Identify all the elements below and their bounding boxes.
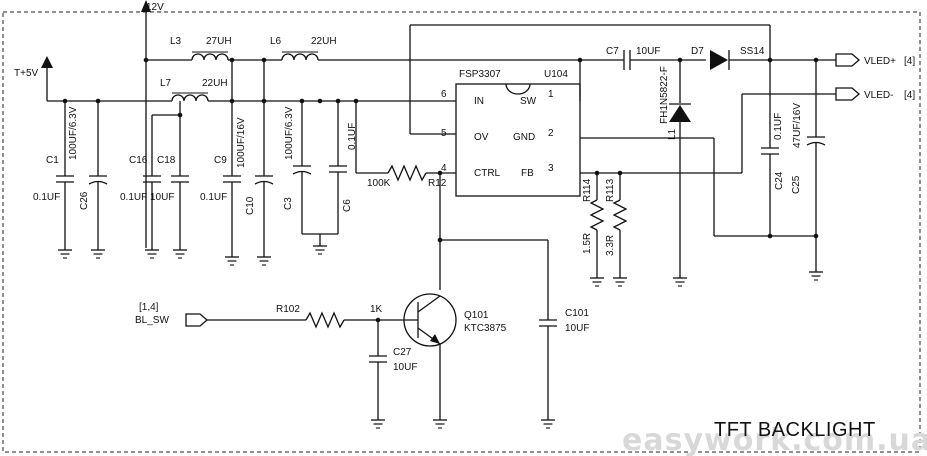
pin-fb: FB [521, 168, 534, 179]
cap-c10-ref: C10 [245, 196, 256, 215]
inductor-l7 [171, 92, 209, 102]
port-vled-plus-label: VLED+ [864, 56, 896, 67]
pin-sw-num: 1 [548, 89, 554, 100]
res-r12-ref: R12 [428, 178, 447, 189]
cap-c25-ref: C25 [791, 175, 802, 194]
res-r113-value: 3.3R [605, 235, 616, 256]
diode-d7-part: SS14 [740, 46, 765, 57]
diode-l1-ref: L1 [667, 128, 678, 140]
port-bl-sw-label: BL_SW [135, 315, 169, 326]
cap-c25-value: 47UF/16V [792, 103, 803, 148]
rail-12v-label: 12V [146, 2, 164, 13]
cap-c6-ref: C6 [342, 199, 353, 212]
pin-gnd: GND [513, 132, 535, 143]
port-vled-plus-sheet: [4] [904, 56, 915, 67]
cap-c16-value: 0.1UF [120, 192, 147, 203]
rail-5v-label: T+5V [14, 68, 39, 79]
res-r12-value: 100K [367, 178, 391, 189]
cap-c27-value: 10UF [393, 362, 417, 373]
inductor-l6-value: 22UH [311, 36, 337, 47]
inductor-l7-ref: L7 [160, 78, 172, 89]
cap-c1-ref: C1 [46, 155, 59, 166]
port-bl-sw-sheet: [1,4] [139, 302, 159, 313]
port-bl-sw [185, 313, 208, 327]
pin-ctrl-num: 4 [441, 163, 447, 174]
diode-d7 [710, 50, 730, 70]
cap-c18-ref: C18 [157, 155, 176, 166]
pin-ctrl: CTRL [474, 168, 501, 179]
inductor-l3 [191, 51, 282, 61]
sheet-title: TFT BACKLIGHT [714, 419, 876, 441]
res-r102-ref: R102 [276, 304, 300, 315]
inductor-l3-ref: L3 [170, 36, 182, 47]
pin-ov: OV [474, 132, 489, 143]
pin-in-num: 6 [441, 89, 447, 100]
watermark: easywork.com.ua [622, 423, 927, 456]
pin-fb-num: 3 [548, 163, 554, 174]
diode-d7-ref: D7 [691, 46, 704, 57]
port-vled-plus [835, 53, 860, 67]
res-r114-value: 1.5R [582, 233, 593, 254]
inductor-l3-value: 27UH [206, 36, 232, 47]
cap-c9-value: 0.1UF [200, 192, 227, 203]
res-r114-ref: R114 [582, 178, 593, 202]
diode-l1-part: FH1N5822-F [659, 66, 670, 124]
cap-c101-ref: C101 [565, 308, 589, 319]
port-vled-minus [835, 87, 860, 101]
cap-c6-value: 0.1UF [347, 123, 358, 150]
inductor-l6-ref: L6 [270, 36, 282, 47]
ic-u104 [455, 83, 581, 197]
rail-5v-arrow [41, 56, 53, 68]
cap-c26-value: 100UF/6.3V [68, 106, 79, 160]
pin-sw: SW [520, 96, 537, 107]
cap-c7-value: 10UF [636, 46, 660, 57]
cap-c10-value: 100UF/16V [236, 117, 247, 168]
cap-c24-ref: C24 [774, 171, 785, 190]
cap-c3-value: 100UF/6.3V [284, 106, 295, 160]
sheet-border [2, 11, 921, 453]
pin-in: IN [474, 96, 484, 107]
ic-part: FSP3307 [459, 69, 501, 80]
cap-c26-ref: C26 [79, 191, 90, 210]
inductor-l7-value: 22UH [202, 78, 228, 89]
res-r102-value: 1K [370, 304, 383, 315]
rail-12v-arrow [141, 0, 151, 12]
pin-gnd-num: 2 [548, 128, 554, 139]
transistor-ref: Q101 [464, 310, 489, 321]
cap-c24-value: 0.1UF [773, 113, 784, 140]
port-vled-minus-label: VLED- [864, 90, 893, 101]
cap-c27-ref: C27 [393, 347, 412, 358]
inductor-l6 [281, 51, 624, 61]
diode-l1 [669, 103, 691, 122]
cap-c101-value: 10UF [565, 323, 589, 334]
cap-c3-ref: C3 [283, 197, 294, 210]
cap-c16-ref: C16 [129, 155, 148, 166]
ic-ref: U104 [544, 69, 568, 80]
cap-c9-ref: C9 [214, 155, 227, 166]
cap-c7-ref: C7 [606, 46, 619, 57]
cap-c1-value: 0.1UF [33, 192, 60, 203]
res-r113-ref: R113 [605, 178, 616, 202]
port-vled-minus-sheet: [4] [904, 90, 915, 101]
cap-c18-value: 10UF [150, 192, 174, 203]
transistor-part: KTC3875 [464, 323, 507, 334]
